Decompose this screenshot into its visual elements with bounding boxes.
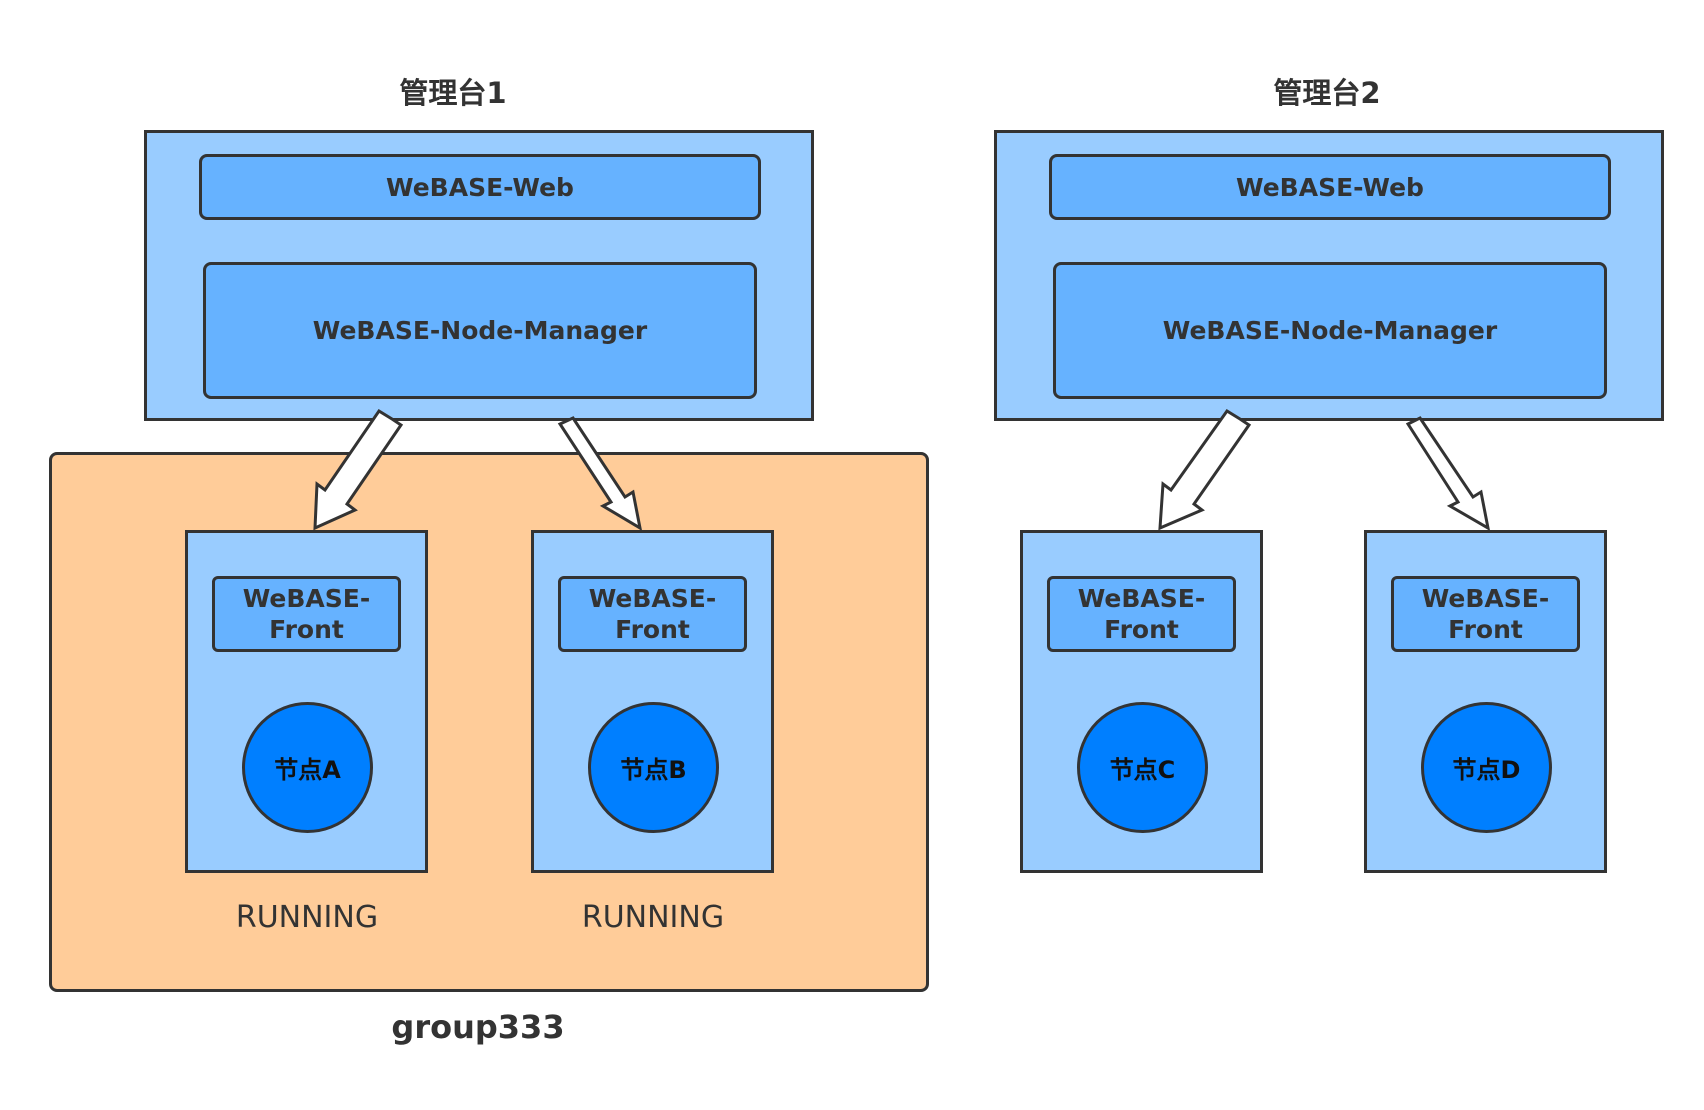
node-a-status: RUNNING <box>235 900 379 935</box>
console-2-webase-web: WeBASE-Web <box>1049 154 1611 220</box>
node-c-label: 节点C <box>1109 756 1176 784</box>
node-a-label: 节点A <box>274 756 341 784</box>
console-2-webase-node-manager: WeBASE-Node-Manager <box>1053 262 1607 399</box>
group-label: group333 <box>391 1008 565 1046</box>
node-card-d: WeBASE- Front 节点D <box>1364 530 1607 873</box>
node-a-front-line1: WeBASE- <box>242 584 371 613</box>
node-card-b: WeBASE- Front 节点B <box>531 530 774 873</box>
console-2-title: 管理台2 <box>1273 76 1381 110</box>
node-a-front-line2: Front <box>269 615 344 644</box>
arrow-console1-to-node-b <box>557 416 643 532</box>
node-a-circle: 节点A <box>242 702 373 833</box>
node-b-front-line2: Front <box>615 615 690 644</box>
node-c-front-line2: Front <box>1104 615 1179 644</box>
node-d-front-line2: Front <box>1448 615 1523 644</box>
node-card-c: WeBASE- Front 节点C <box>1020 530 1263 873</box>
console-1-box: WeBASE-Web WeBASE-Node-Manager <box>144 130 814 421</box>
node-b-circle: 节点B <box>588 702 719 833</box>
node-c-webase-front: WeBASE- Front <box>1047 576 1236 652</box>
node-c-circle: 节点C <box>1077 702 1208 833</box>
node-d-label: 节点D <box>1452 756 1521 784</box>
console-1-webase-web: WeBASE-Web <box>199 154 761 220</box>
arrow-console2-to-node-d <box>1405 416 1491 531</box>
node-b-webase-front: WeBASE- Front <box>558 576 747 652</box>
arrow-console1-to-node-a <box>313 408 404 531</box>
console-1-title: 管理台1 <box>399 76 507 110</box>
node-b-front-line1: WeBASE- <box>588 584 717 613</box>
node-c-front-line1: WeBASE- <box>1077 584 1206 613</box>
arrow-console2-to-node-c <box>1158 408 1252 531</box>
node-d-front-line1: WeBASE- <box>1421 584 1550 613</box>
node-card-a: WeBASE- Front 节点A <box>185 530 428 873</box>
node-a-webase-front: WeBASE- Front <box>212 576 401 652</box>
node-d-webase-front: WeBASE- Front <box>1391 576 1580 652</box>
node-b-status: RUNNING <box>581 900 725 935</box>
console-2-box: WeBASE-Web WeBASE-Node-Manager <box>994 130 1664 421</box>
console-1-webase-node-manager: WeBASE-Node-Manager <box>203 262 757 399</box>
node-b-label: 节点B <box>620 756 687 784</box>
node-d-circle: 节点D <box>1421 702 1552 833</box>
